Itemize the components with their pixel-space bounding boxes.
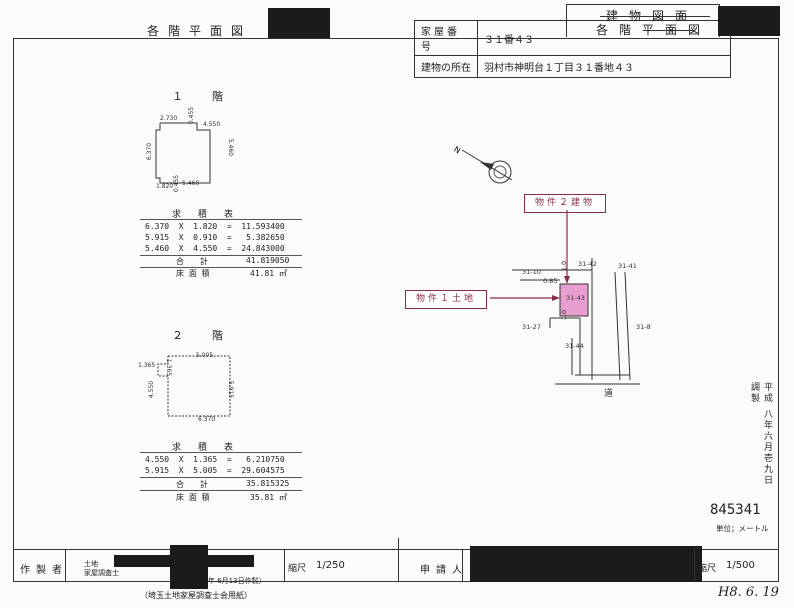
scale-left: 1/250: [316, 560, 345, 571]
scale-right: 1/500: [726, 560, 755, 571]
dim-label: 4.550: [148, 380, 156, 399]
land-label-box: 物件１土地: [405, 290, 487, 309]
handwritten-date: H8. 6. 19: [718, 585, 779, 600]
strike-line: [645, 30, 695, 31]
calc-row: 5.915 X 0.910 = 5.382650: [145, 233, 285, 242]
lot-label: 31-43: [566, 294, 585, 302]
area-value: 35.81 ㎡: [250, 493, 287, 502]
dim-label: 5.460: [227, 138, 235, 157]
location-value: 羽村市神明台１丁目３１番地４３: [477, 55, 731, 78]
scale-label-left: 縮尺: [288, 564, 307, 574]
strike-line: [600, 16, 710, 17]
footer-divider: [65, 549, 66, 582]
maker-line1: 土地: [84, 560, 98, 568]
floor1-plan: [155, 122, 211, 184]
dim-label: 1.0: [560, 309, 569, 321]
lot-label: 31-10: [522, 268, 541, 276]
rule: [140, 255, 302, 256]
drawing-frame: [13, 38, 779, 582]
floor2-calc-title: 求 積 表: [172, 443, 238, 453]
site-map: [490, 210, 640, 385]
rule: [140, 219, 302, 220]
rule: [140, 477, 302, 478]
dim-label: 2.730: [160, 115, 178, 122]
footer-band: [13, 549, 779, 550]
dim-label: 5.005: [196, 352, 214, 359]
date-vertical: 平成 八年六月壱九日 調製: [749, 382, 772, 486]
lot-label: 31-27: [522, 323, 541, 331]
dim-label: 0.455: [188, 106, 196, 125]
lot-label: 31-44: [565, 342, 584, 350]
lot-label: 31-8: [636, 323, 651, 331]
floor1-calc-title: 求 積 表: [172, 210, 238, 220]
footer-divider: [398, 538, 399, 582]
floor1-title: １ 階: [172, 90, 232, 103]
maker-label: 作製者: [20, 565, 68, 576]
unit-label: 単位；メートル: [716, 524, 769, 533]
redacted-block: [268, 8, 330, 38]
dim-label: 1.820: [156, 183, 174, 190]
svg-text:N: N: [452, 145, 462, 156]
rule: [140, 267, 302, 268]
left-title: 各階平面図: [147, 24, 253, 38]
lot-label: 31-41: [618, 262, 637, 270]
dim-label: 5.915: [227, 380, 235, 399]
total-label: 合 計: [176, 480, 208, 489]
floor2-title: ２ 階: [172, 329, 232, 342]
total-value: 35.815325: [246, 479, 290, 488]
rule: [140, 490, 302, 491]
document-number: 845341: [710, 502, 761, 518]
area-label: 床 面 積: [176, 493, 210, 502]
dim-label: 0.455: [173, 174, 181, 193]
road-label: 道: [604, 389, 614, 399]
calc-row: 5.915 X 5.005 = 29.604575: [145, 466, 285, 475]
total-label: 合 計: [176, 257, 208, 266]
scale-label-right: 縮尺: [698, 564, 717, 574]
dim-label: 1.365: [138, 362, 156, 369]
lot-label: 31-42: [578, 260, 597, 268]
area-value: 41.81 ㎡: [250, 269, 287, 278]
dim-label: 4.550: [203, 121, 221, 128]
rule: [140, 452, 302, 453]
footer-divider: [462, 549, 463, 582]
maker-line2: 家屋調査士: [84, 569, 119, 577]
house-info-table: 家屋番号 ３１番４３ 建物の所在 羽村市神明台１丁目３１番地４３: [414, 20, 731, 78]
calc-row: 6.370 X 1.820 = 11.593400: [145, 222, 285, 231]
redacted-block: [718, 6, 780, 36]
dim-label: 0.85: [543, 277, 558, 285]
area-label: 床 面 積: [176, 269, 210, 278]
total-value: 41.819050: [246, 256, 290, 265]
building-label-box: 物件２建物: [524, 194, 606, 213]
floor2-plan: [157, 355, 231, 417]
dim-label: 6.370: [198, 416, 216, 423]
dim-label: 1.0: [560, 260, 569, 272]
compass-icon: N: [452, 145, 513, 184]
dim-label: 5.460: [182, 180, 200, 187]
calc-row: 5.460 X 4.550 = 24.843000: [145, 244, 285, 253]
maker-date: 年 6月13日作製）: [208, 577, 266, 585]
redacted-block: [470, 546, 702, 582]
footer-divider: [694, 549, 695, 582]
dim-label: 1.365: [165, 358, 173, 377]
footer-divider: [284, 549, 285, 582]
dim-label: 6.370: [146, 142, 154, 161]
applicant-label: 申請人: [420, 565, 468, 576]
calc-row: 4.550 X 1.365 = 6.210750: [145, 455, 285, 464]
association-label: （埼玉土地家屋調査士会用紙）: [140, 591, 252, 600]
redacted-block: [170, 545, 208, 589]
